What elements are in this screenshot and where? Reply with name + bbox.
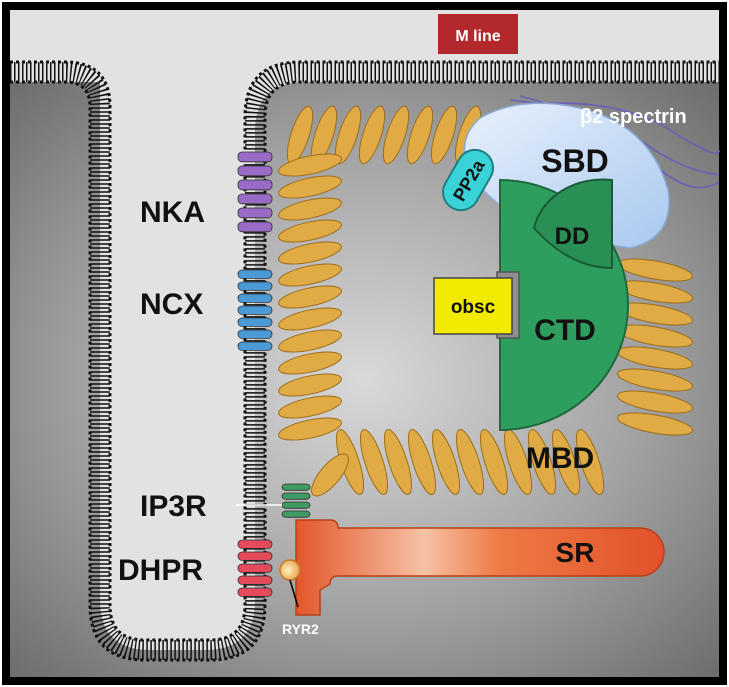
sbd-label: SBD [541,143,609,179]
ankyrin-repeat [311,453,349,497]
ankyrin-repeat [551,429,581,495]
ankyrin-repeat [430,105,458,165]
m-line-box [438,14,518,54]
ankyrin-repeat [382,105,410,165]
channel-segment [237,221,273,233]
ip3r-label: IP3R [140,490,207,523]
ankyrin-repeat [359,429,389,495]
sarcolemma-membrane [10,60,719,662]
dd-domain [532,178,613,270]
ankyrin-repeat [278,373,342,397]
nka-label: NKA [140,196,205,229]
channel-segment [237,281,273,291]
ncx-channel [237,269,273,351]
channel-segment [237,165,273,177]
channel-segment [237,551,273,561]
channel-segment [281,492,311,500]
channel-segment [237,269,273,279]
ankyrin-repeat [278,285,342,309]
channel-segment [237,305,273,315]
ankyrin-repeat [358,105,386,165]
ankyrin-membrane-binding-domain [278,105,693,497]
channel-segment [237,151,273,163]
ankyrin-repeat [575,429,605,495]
ankyrin-repeat [383,429,413,495]
ankyrin-repeat [278,395,342,419]
ankyrin-repeat [278,417,342,441]
ankyrin-repeat [617,368,693,392]
ankyrin-repeat [407,429,437,495]
sr-label: SR [556,537,595,568]
ankyrin-repeat [617,412,693,436]
ryr2-label: RYR2 [282,621,319,637]
channel-segment [237,207,273,219]
ankyrin-repeat [431,429,461,495]
ctd-label: CTD [534,314,596,347]
ankyrin-repeat [278,197,342,221]
ankyrin-repeat [455,429,485,495]
nka-channel [237,151,273,233]
channel-segment [237,193,273,205]
channel-segment [237,575,273,585]
channel-segment [237,179,273,191]
m-line-label: M line [455,28,500,45]
channel-segment [237,317,273,327]
channel-segment [281,501,311,509]
channel-segment [237,293,273,303]
ankyrin-repeat [278,153,342,177]
channel-segment [237,329,273,339]
ankyrin-repeat [278,219,342,243]
channel-segment [237,563,273,573]
ankyrin-repeat [278,307,342,331]
sr-tubule [295,519,665,616]
obsc-label: obsc [451,297,496,318]
ankyrin-repeat [278,329,342,353]
ryr2-channel [279,559,301,581]
ip3r-channel [281,483,311,518]
ncx-label: NCX [140,288,203,321]
ankyrin-repeat [278,241,342,265]
ryr2-pointer [289,579,299,608]
channel-segment [237,539,273,549]
dhpr-channel [237,539,273,597]
obsc-box [433,277,513,335]
channel-segment [237,587,273,597]
ankyrin-repeat [406,105,434,165]
channel-segment [237,341,273,351]
mbd-label: MBD [526,442,594,475]
ankyrin-repeat [527,429,557,495]
channel-segment [281,510,311,518]
pp2a-domain: PP2a [442,148,494,212]
ankyrin-repeat [278,263,342,287]
ankyrin-repeat [278,351,342,375]
ankyrin-repeat [479,429,509,495]
beta2-spectrin-label: β2 spectrin [580,106,687,128]
ankyrin-repeat [278,175,342,199]
dd-label: DD [555,223,590,250]
ankyrin-repeat [617,390,693,414]
channel-segment [281,483,311,491]
membrane-channels [237,151,311,597]
dhpr-label: DHPR [118,554,203,587]
